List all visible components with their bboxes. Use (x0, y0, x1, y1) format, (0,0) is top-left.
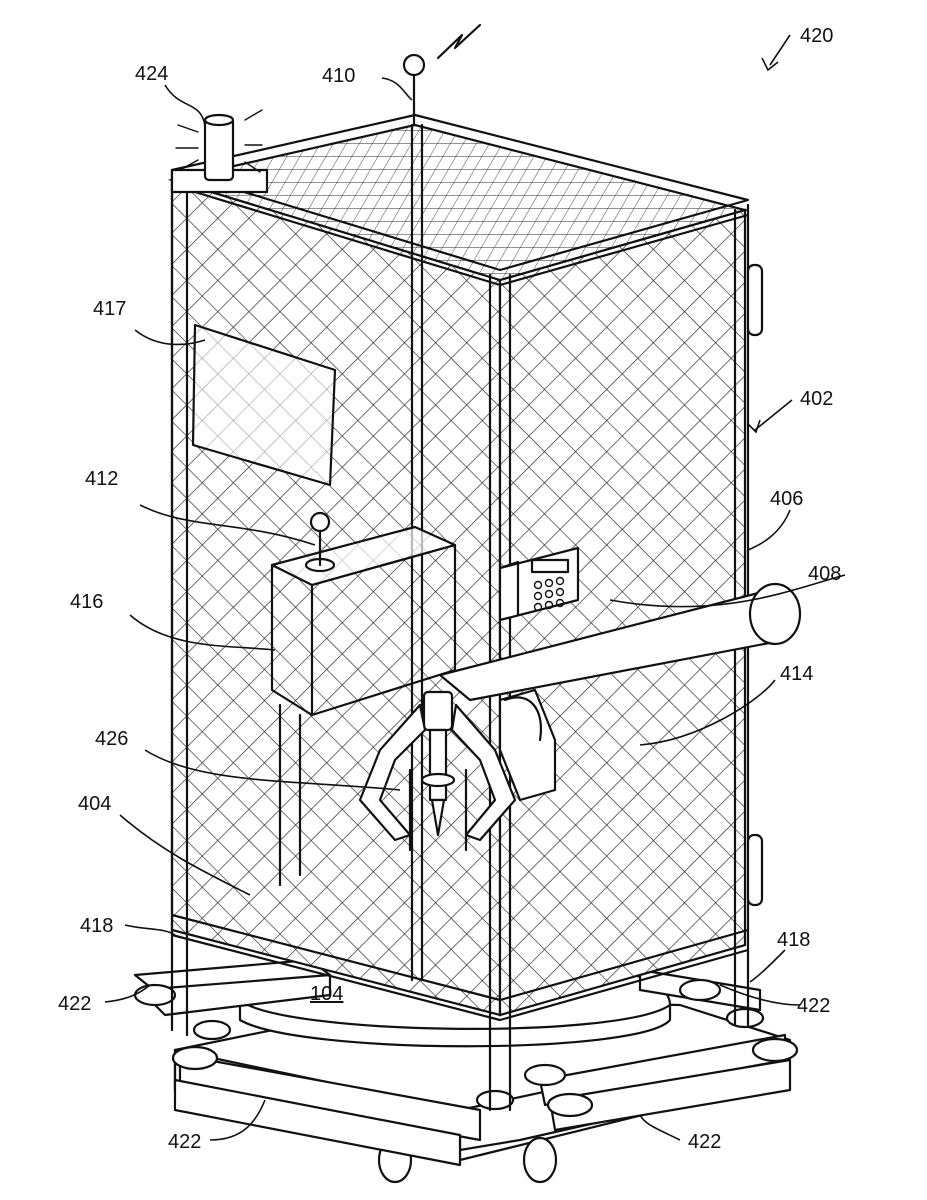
ref-418-right: 418 (777, 929, 810, 951)
ref-416: 416 (70, 591, 103, 613)
keypad (498, 546, 580, 622)
ref-414: 414 (780, 663, 813, 685)
control-box (270, 511, 457, 887)
display-panel (191, 323, 337, 487)
ref-418-left: 418 (80, 915, 113, 937)
ref-408: 408 (808, 563, 841, 585)
reference-numerals: 420 424 410 417 402 412 406 408 416 414 … (58, 25, 841, 1153)
signal-icon (436, 23, 482, 60)
robotic-arm (438, 582, 802, 802)
antenna (402, 23, 482, 127)
ref-426: 426 (95, 728, 128, 750)
ref-402: 402 (800, 388, 833, 410)
ref-417: 417 (93, 298, 126, 320)
ref-104: 104 (310, 983, 343, 1005)
stabilizer-legs (133, 958, 799, 1167)
joystick-icon (309, 511, 331, 533)
gripper (358, 690, 517, 852)
ref-404: 404 (78, 793, 111, 815)
ref-410: 410 (322, 65, 355, 87)
ref-412: 412 (85, 468, 118, 490)
ref-422-bottom-right: 422 (688, 1131, 721, 1153)
ref-406: 406 (770, 488, 803, 510)
ref-422-right: 422 (797, 995, 830, 1017)
leader-lines (104, 34, 846, 1141)
light-rays-icon (175, 109, 263, 173)
ref-422-bottom-left: 422 (168, 1131, 201, 1153)
ref-422-left: 422 (58, 993, 91, 1015)
ref-424: 424 (135, 63, 168, 85)
cage-enclosure (167, 113, 764, 1112)
wheel-icon (522, 1136, 558, 1184)
ref-420: 420 (800, 25, 833, 47)
beacon-light (170, 109, 269, 194)
